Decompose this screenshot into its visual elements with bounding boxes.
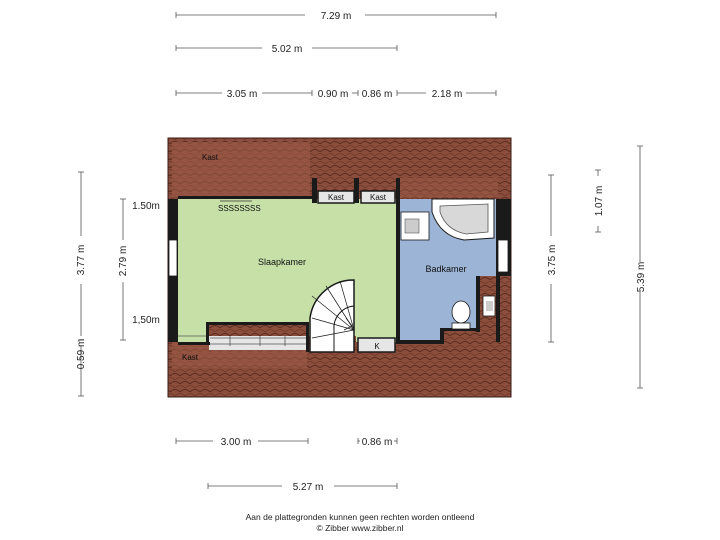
sink-unit <box>400 211 430 241</box>
dim-left-lower-label: 1,50m <box>132 315 160 326</box>
dim-left-outer: 3.77 m <box>76 245 87 276</box>
kast-label-mid-1: Kast <box>328 193 345 202</box>
kast-label-bottom-left: Kast <box>182 353 199 362</box>
footer-disclaimer: Aan de plattegronden kunnen geen rechten… <box>245 512 475 522</box>
kast-k-box <box>357 337 396 353</box>
footer-copyright: © Zibber www.zibber.nl <box>316 523 404 533</box>
room-label-badkamer: Badkamer <box>425 264 466 274</box>
closet-rails <box>178 335 306 346</box>
dim-right-top: 1.07 m <box>594 186 605 217</box>
spiral-staircase <box>309 279 355 353</box>
room-label-slaapkamer: Slaapkamer <box>258 257 306 267</box>
bedroom-floor <box>178 199 396 342</box>
dim-left-upper-label: 1.50m <box>132 201 160 212</box>
window-right <box>497 239 509 273</box>
dim-bottom-seg1: 3.00 m <box>221 437 252 448</box>
dim-bottom-seg2: 0.86 m <box>362 437 393 448</box>
dim-right-outer: 5.39 m <box>636 262 647 293</box>
washbasin <box>482 295 496 317</box>
dim-left-lower: 0.59 m <box>76 339 87 370</box>
kast-top-left-area <box>172 142 310 198</box>
dim-top-seg4: 2.18 m <box>432 89 463 100</box>
kast-label-k: K <box>374 342 380 351</box>
roof-panel-right-top <box>398 178 498 198</box>
radiator-symbol: SSSSSSSS <box>218 204 261 213</box>
closet-strip-bottom <box>209 336 307 350</box>
dim-top-seg3: 0.86 m <box>362 89 393 100</box>
dim-left-inner: 2.79 m <box>118 246 129 277</box>
window-left <box>168 239 178 277</box>
dim-top-seg1: 3.05 m <box>227 89 258 100</box>
kast-label-mid-2: Kast <box>370 193 387 202</box>
kast-mid-2-box <box>360 190 396 204</box>
dim-bottom-total: 5.27 m <box>293 482 324 493</box>
bathtub <box>431 198 495 241</box>
kast-label-top-left: Kast <box>202 153 219 162</box>
toilet <box>451 300 471 330</box>
dim-top-total: 7.29 m <box>321 11 352 22</box>
dim-top-mid: 5.02 m <box>272 44 303 55</box>
dim-right-inner: 3.75 m <box>547 245 558 276</box>
dim-top-seg2: 0.90 m <box>318 89 349 100</box>
dimension-lines <box>78 12 643 489</box>
